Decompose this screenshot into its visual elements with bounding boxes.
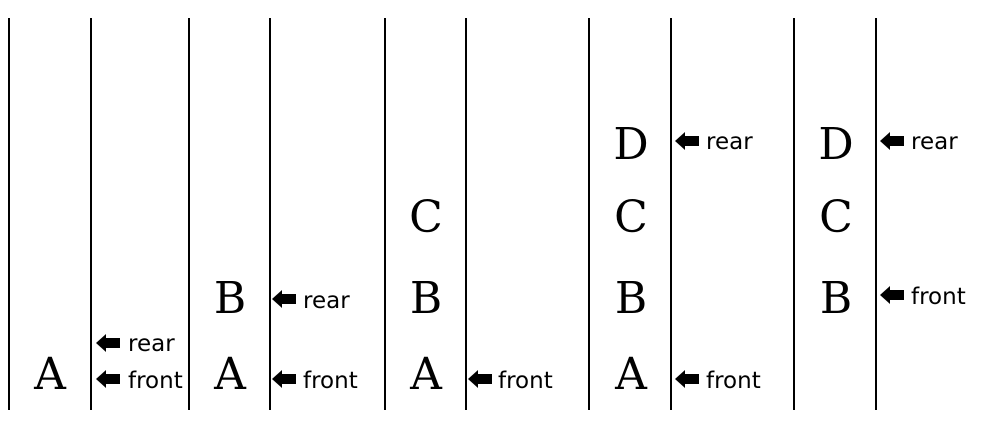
queue-4-item-3: C [614, 192, 648, 243]
queue-1-front-pointer: front [96, 368, 183, 394]
queue-5-rear-label: rear [911, 129, 958, 155]
queue-4-rear-pointer: rear [675, 129, 753, 155]
queue-1-front-label: front [128, 368, 183, 394]
queue-2-front-pointer: front [272, 368, 358, 394]
left-arrow-icon [880, 286, 904, 304]
queue-3-item-2: B [410, 273, 442, 324]
queue-5-front-label: front [911, 284, 966, 310]
queue-4-front-label: front [706, 368, 761, 394]
queue-3-front-pointer: front [468, 368, 553, 394]
queue-3: A B C front [384, 18, 553, 410]
queue-5-item-4: D [818, 119, 853, 170]
queue-5-rear-pointer: rear [880, 129, 958, 155]
left-arrow-icon [272, 290, 296, 308]
queue-4: A B C D rear front [588, 18, 761, 410]
left-arrow-icon [675, 132, 699, 150]
left-arrow-icon [272, 370, 296, 388]
left-arrow-icon [96, 370, 120, 388]
queue-5-item-3: C [819, 192, 853, 243]
queue-4-item-4: D [613, 119, 648, 170]
queue-2-item-1: A [213, 349, 247, 400]
left-arrow-icon [468, 370, 492, 388]
queue-2-rear-label: rear [303, 288, 350, 314]
queue-3-item-3: C [409, 192, 443, 243]
queue-4-front-pointer: front [675, 368, 761, 394]
queue-4-item-1: A [614, 349, 648, 400]
queue-5-item-2: B [820, 273, 852, 324]
queue-5-front-pointer: front [880, 284, 966, 310]
queue-5: B C D rear front [793, 18, 966, 410]
queue-1-rear-pointer: rear [96, 331, 175, 357]
queue-1-rear-label: rear [128, 331, 175, 357]
queue-2-rear-pointer: rear [272, 288, 350, 314]
left-arrow-icon [880, 132, 904, 150]
left-arrow-icon [675, 370, 699, 388]
queue-1-item-1: A [33, 349, 67, 400]
left-arrow-icon [96, 334, 120, 352]
queue-3-front-label: front [498, 368, 553, 394]
queue-2: A B rear front [188, 18, 358, 410]
queue-1: A rear front [8, 18, 183, 410]
queue-2-item-2: B [214, 273, 246, 324]
queue-3-item-1: A [409, 349, 443, 400]
queue-4-rear-label: rear [706, 129, 753, 155]
queue-2-front-label: front [303, 368, 358, 394]
queue-4-item-2: B [615, 273, 647, 324]
